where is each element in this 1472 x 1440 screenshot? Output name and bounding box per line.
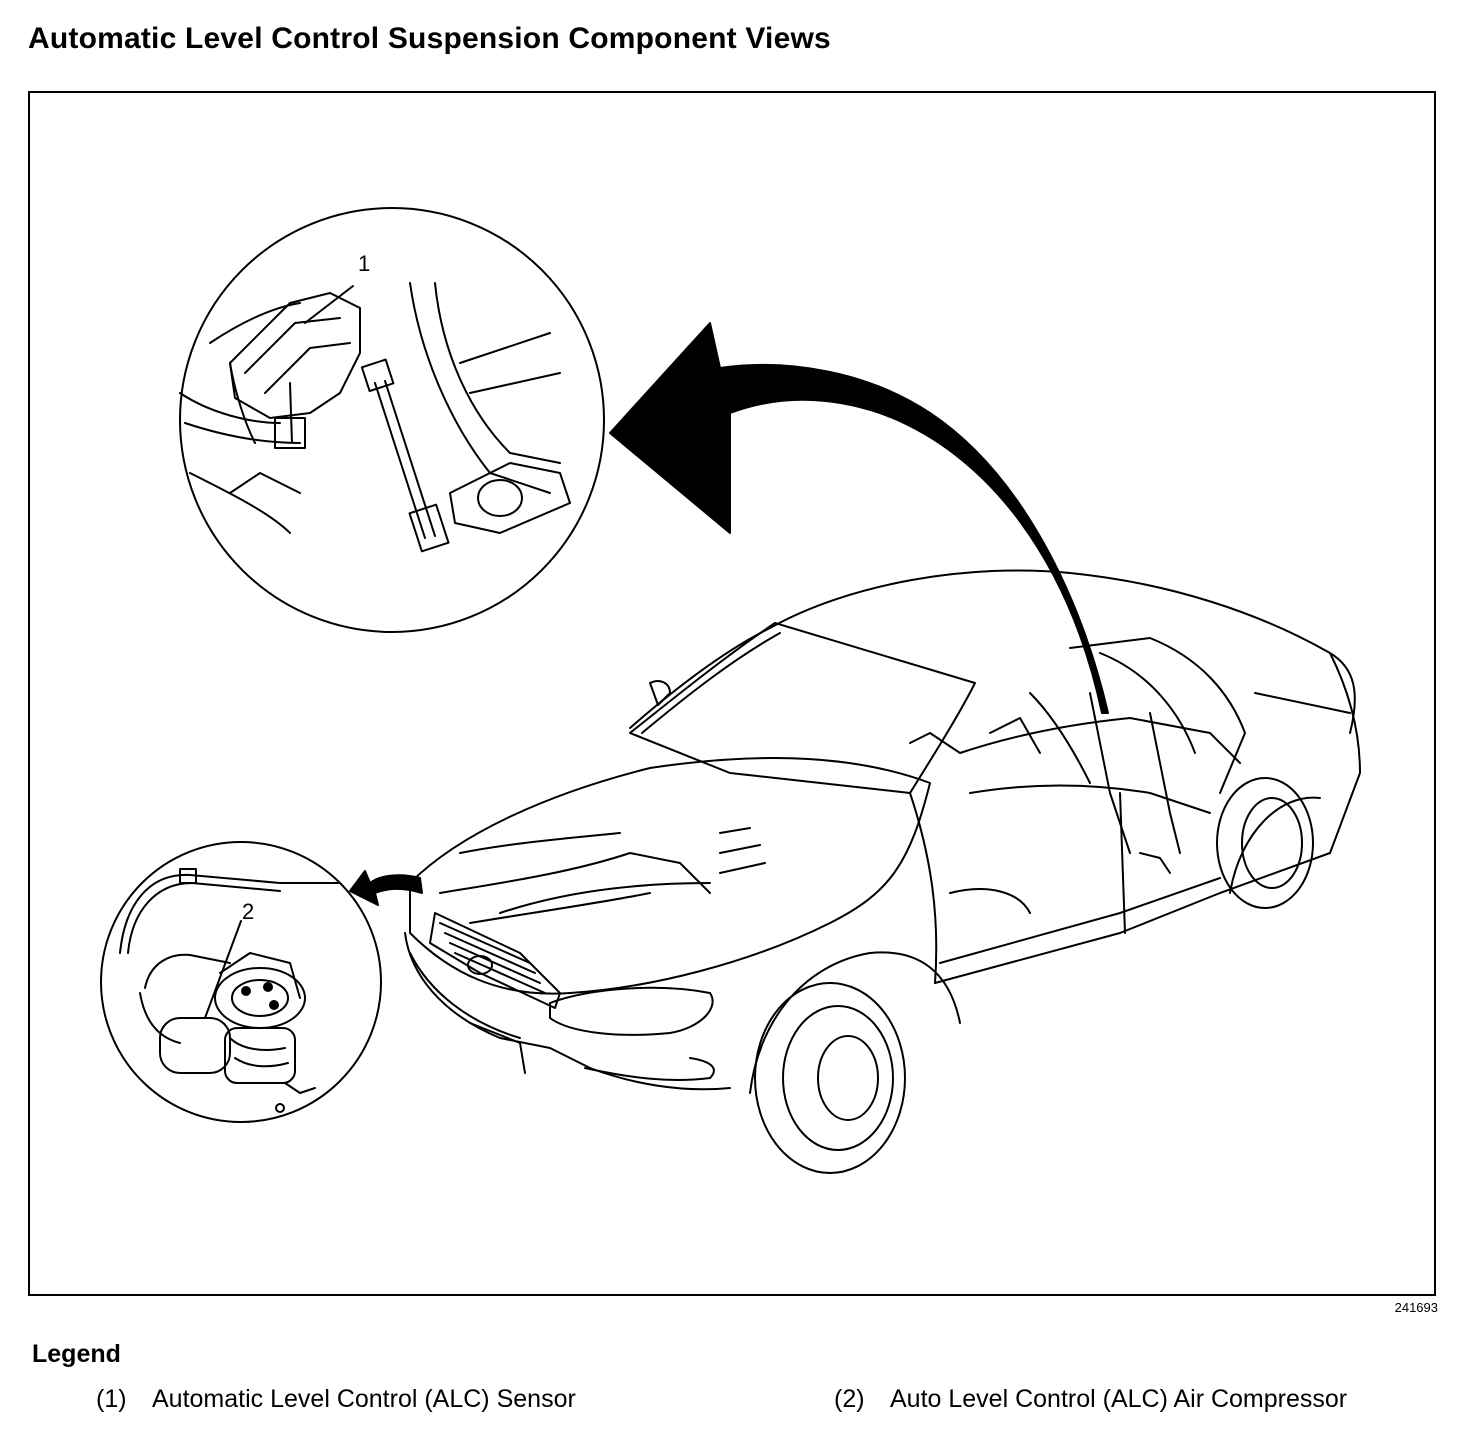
figure-id: 241693 [1394,1300,1438,1315]
car-illustration [404,569,1361,1174]
legend-number: (2) [834,1385,865,1413]
diagram-frame: 1 2 [28,91,1436,1296]
compressor-detail-view: 2 [100,841,382,1123]
legend-title: Legend [32,1340,121,1368]
legend-item-alc-compressor: (2) Auto Level Control (ALC) Air Compres… [834,1385,1347,1414]
legend-item-alc-sensor: (1) Automatic Level Control (ALC) Sensor [96,1385,576,1414]
sensor-detail-view: 1 [179,207,605,633]
legend-label: Auto Level Control (ALC) Air Compressor [890,1385,1348,1413]
callout-2: 2 [242,899,254,924]
suspension-diagram: 1 2 [100,207,1361,1174]
compressor-pointer-arrow [349,870,423,906]
callout-1: 1 [358,251,370,276]
page-title: Automatic Level Control Suspension Compo… [28,22,831,55]
sensor-pointer-arrow [609,322,1109,714]
legend-number: (1) [96,1385,127,1413]
legend-label: Automatic Level Control (ALC) Sensor [152,1385,576,1413]
